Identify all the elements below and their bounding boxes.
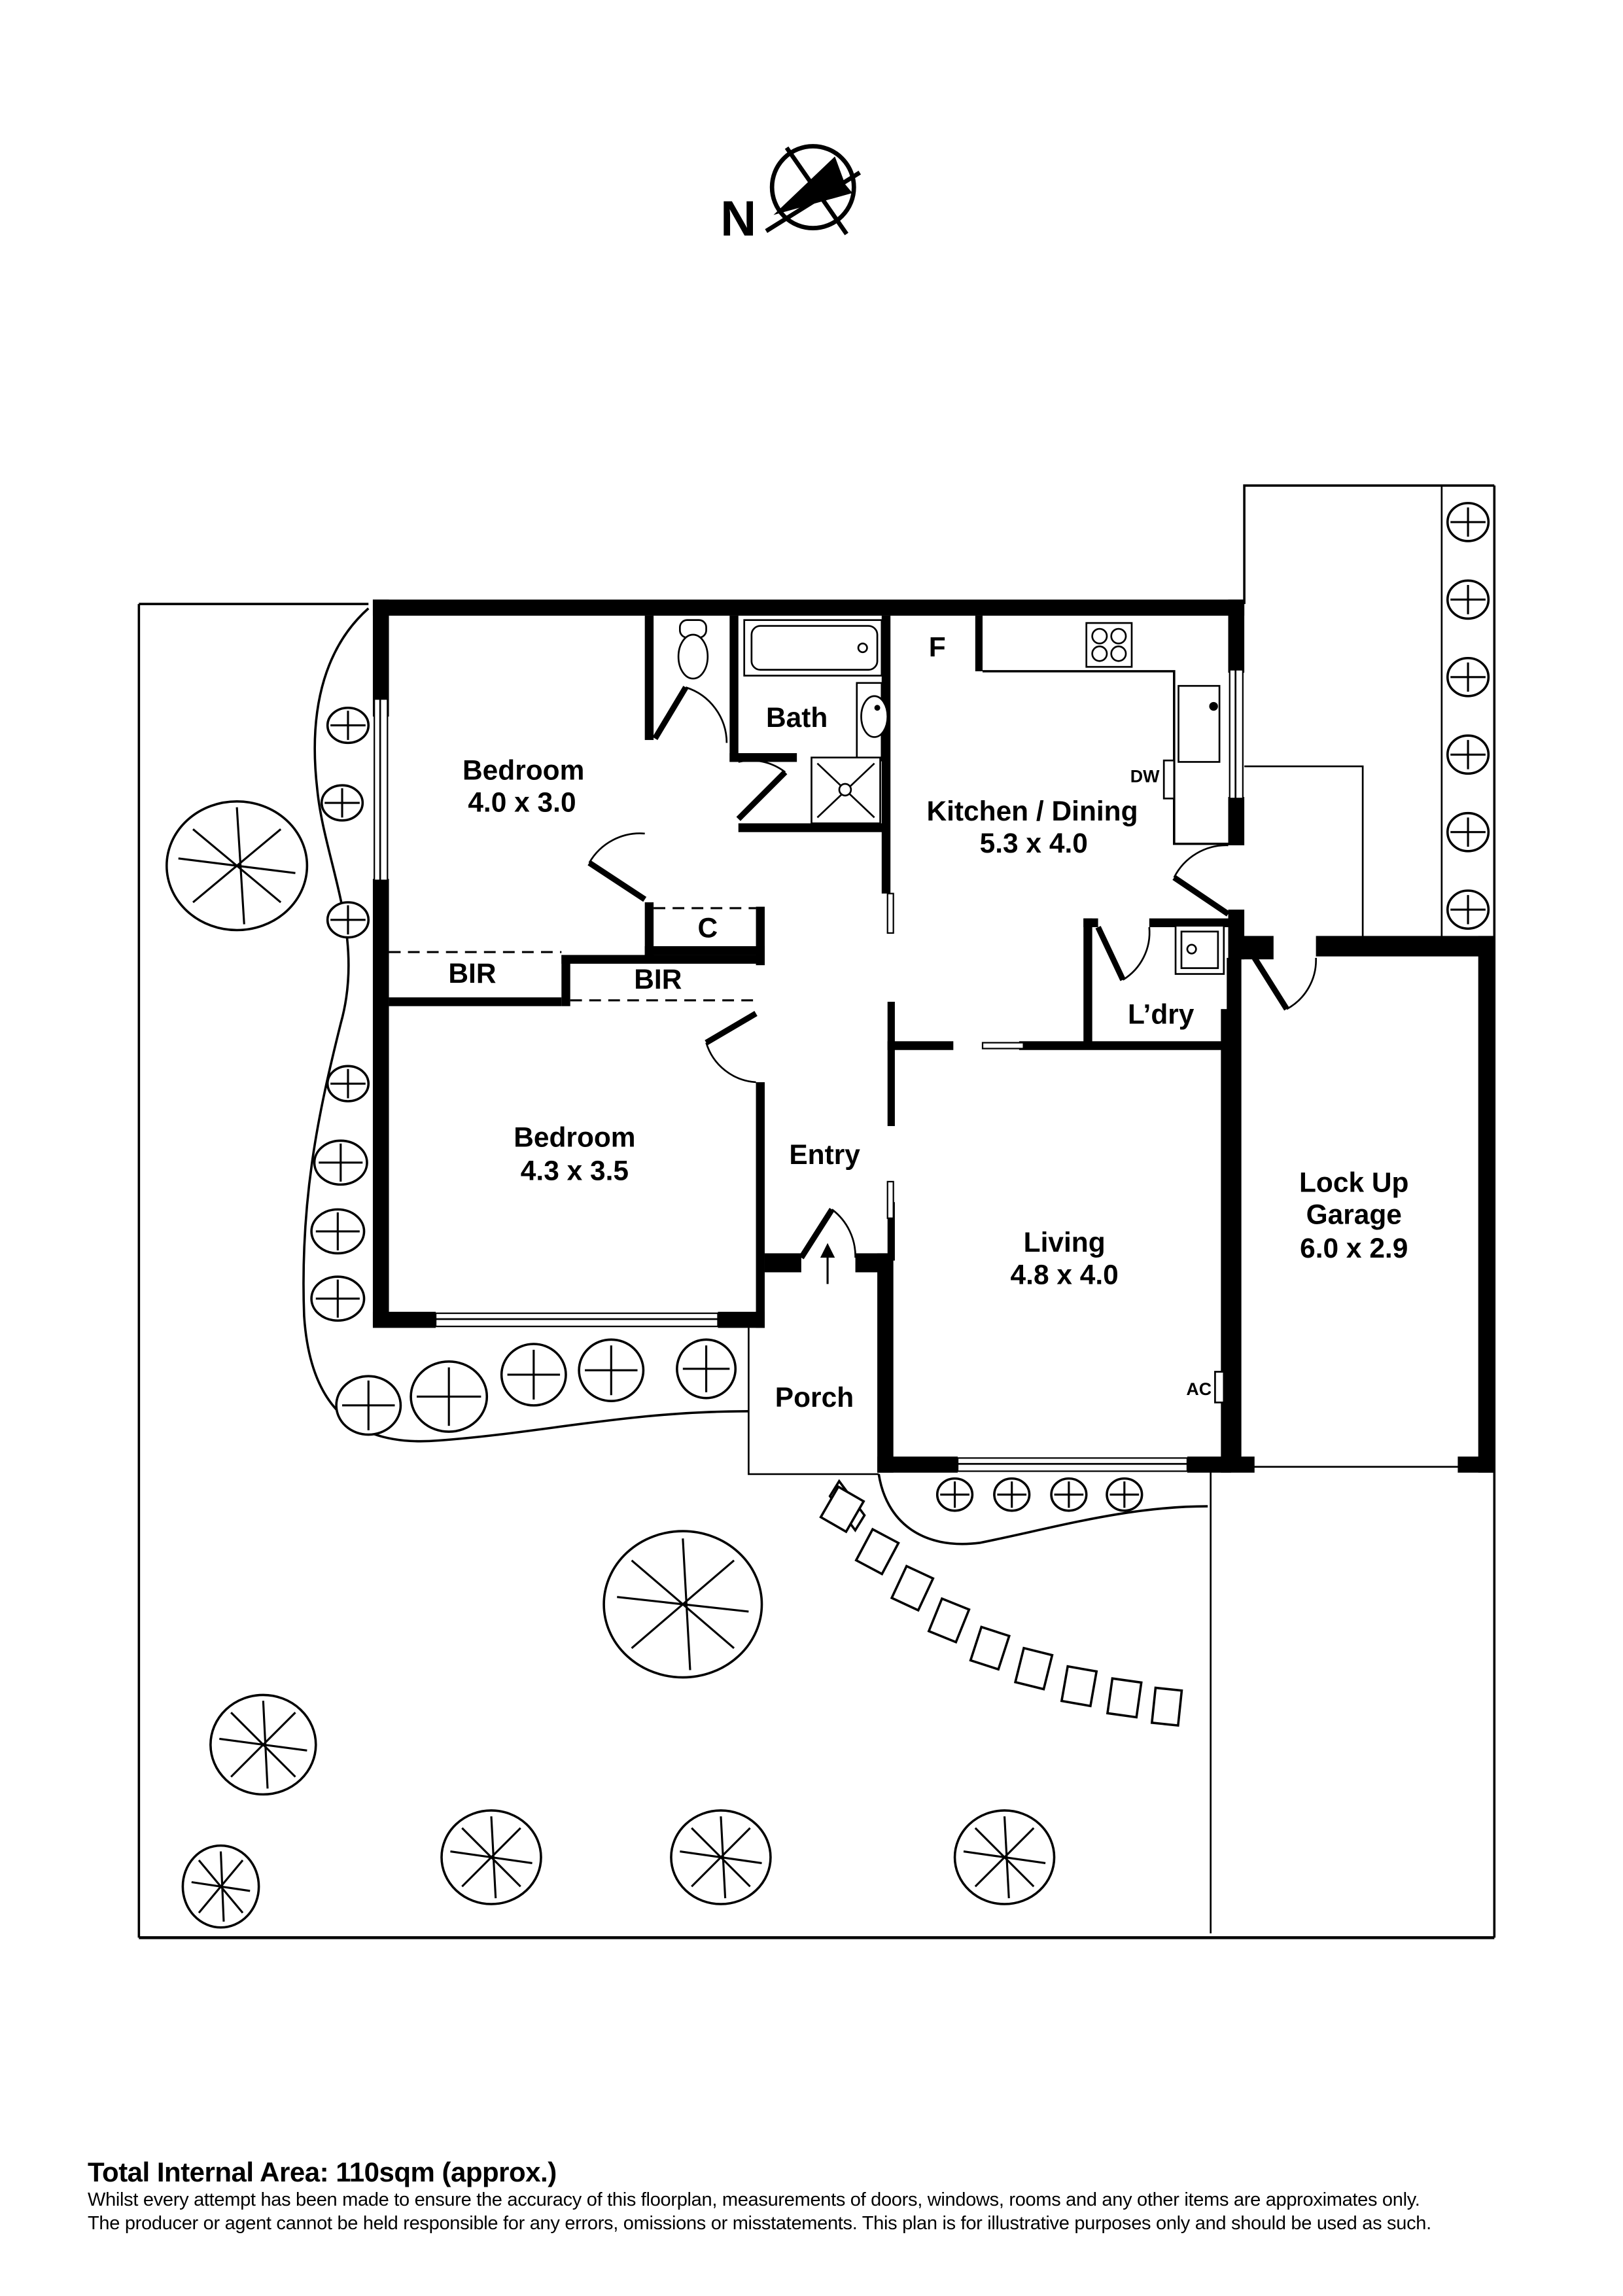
walls: [372, 599, 1495, 1473]
porch-label: Porch: [775, 1382, 854, 1413]
cooktop-icon: [1085, 622, 1133, 668]
shrub-icon: [335, 1375, 402, 1436]
windows: [374, 669, 1244, 1472]
dishwasher-label: DW: [1130, 767, 1160, 786]
bedroom2-label: Bedroom: [514, 1122, 635, 1152]
north-arrow-icon: [765, 144, 862, 236]
cupboard-label: C: [697, 913, 718, 944]
shrub-icon: [1446, 502, 1490, 542]
tree-icon: [602, 1530, 763, 1679]
garage-size: 6.0 x 2.9: [1300, 1233, 1408, 1263]
shrub-icon: [326, 706, 370, 745]
shrub-icon: [310, 1208, 366, 1255]
tree-icon: [209, 1693, 317, 1796]
toilet-icon: [677, 619, 709, 680]
shrub-icon: [1050, 1477, 1088, 1512]
shrub-icon: [313, 1139, 368, 1186]
bedroom1-label: Bedroom: [462, 754, 584, 785]
compass: N: [720, 144, 862, 247]
north-label: N: [720, 191, 756, 247]
footer: Total Internal Area: 110sqm (approx.) Wh…: [88, 2157, 1592, 2235]
shrub-icon: [410, 1360, 489, 1433]
doors: [587, 686, 1317, 1260]
living-label: Living: [1024, 1227, 1106, 1258]
dishwasher-icon: [1162, 759, 1176, 800]
shrub-icon: [500, 1343, 567, 1407]
shrub-icon: [993, 1477, 1031, 1512]
tree-icon: [181, 1844, 260, 1929]
air-conditioner-label: AC: [1186, 1379, 1212, 1399]
shrub-icon: [1446, 734, 1490, 775]
trees: [166, 502, 1490, 1929]
shrub-icon: [326, 901, 370, 939]
tree-icon: [166, 800, 309, 932]
shrub-icon: [1106, 1477, 1143, 1512]
garage-label-line1: Lock Up: [1299, 1167, 1408, 1198]
living-size: 4.8 x 4.0: [1011, 1259, 1119, 1290]
shrub-icon: [320, 784, 364, 822]
bathtub-icon: [743, 619, 883, 677]
disclaimer-line-1: Whilst every attempt has been made to en…: [88, 2189, 1420, 2210]
shower-icon: [811, 756, 881, 824]
shrub-icon: [935, 1477, 974, 1512]
bir1-label: BIR: [448, 958, 496, 989]
stepping-stones: [819, 1479, 1183, 1727]
tree-icon: [440, 1809, 542, 1905]
bedroom1-size: 4.0 x 3.0: [468, 786, 576, 817]
laundry-trough-icon: [1174, 925, 1225, 975]
total-area: Total Internal Area: 110sqm (approx.): [88, 2157, 557, 2187]
kitchen-size: 5.3 x 4.0: [980, 828, 1088, 858]
tree-icon: [953, 1809, 1056, 1905]
laundry-label: L’dry: [1128, 999, 1195, 1030]
kitchen-sink-icon: [1178, 684, 1221, 763]
air-conditioner-icon: [1214, 1371, 1225, 1404]
shrub-icon: [1446, 579, 1490, 620]
bedroom2-size: 4.3 x 3.5: [521, 1156, 629, 1186]
shrub-icon: [578, 1338, 645, 1402]
room-labels: Bedroom 4.0 x 3.0 Bath F DW Kitchen / Di…: [448, 632, 1408, 1413]
shrub-icon: [326, 1065, 370, 1103]
bath-label: Bath: [766, 702, 828, 733]
tree-icon: [670, 1809, 772, 1905]
garden-beds: [302, 607, 1208, 1545]
basin-icon: [856, 682, 889, 762]
entry-label: Entry: [789, 1139, 860, 1170]
kitchen-label: Kitchen / Dining: [926, 796, 1138, 826]
shrub-icon: [1446, 656, 1490, 698]
shrub-icon: [1446, 811, 1490, 853]
garage-label-line2: Garage: [1306, 1199, 1402, 1230]
fixtures: [677, 619, 1229, 1404]
shrub-icon: [310, 1275, 366, 1322]
fridge-label: F: [929, 632, 946, 663]
site-boundary: [137, 484, 1496, 1939]
bir2-label: BIR: [634, 964, 682, 995]
shrub-icon: [1446, 889, 1490, 930]
disclaimer-line-2: The producer or agent cannot be held res…: [88, 2213, 1431, 2234]
shrub-icon: [676, 1338, 737, 1400]
robe-lines: [389, 907, 756, 1002]
entry-arrow-icon: [820, 1243, 835, 1284]
